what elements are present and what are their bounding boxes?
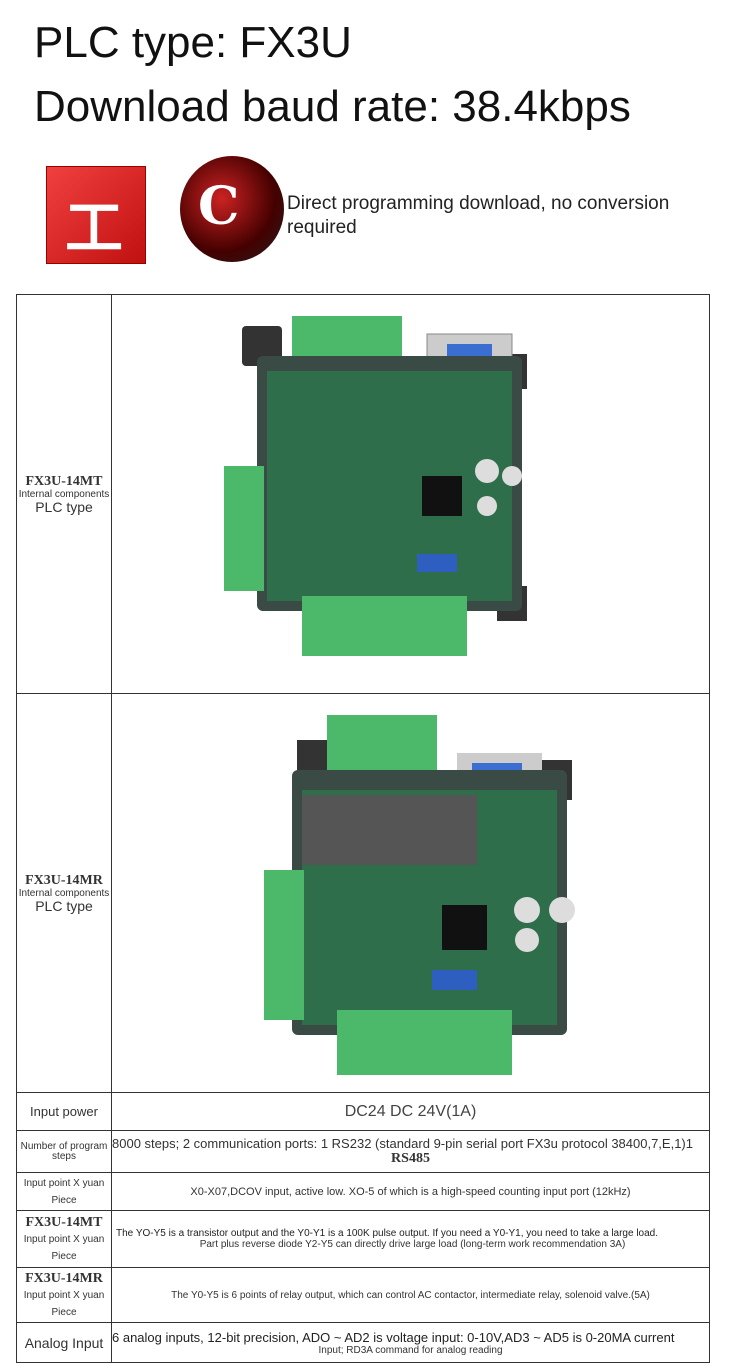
input-label: Input point X yuan: [23, 1177, 105, 1189]
gx-developer-logo: C: [180, 156, 284, 262]
mt-value: The YO-Y5 is a transistor output and the…: [116, 1228, 659, 1239]
plc-type-title: PLC type: FX3U: [34, 18, 352, 67]
gx-works-logo: 工: [46, 166, 146, 264]
model-name: FX3U-14MR: [25, 872, 103, 888]
mt-label: Input point X yuan: [23, 1233, 105, 1245]
baud-rate-title: Download baud rate: 38.4kbps: [34, 82, 631, 131]
mr-value: The Y0-Y5 is 6 points of relay output, w…: [111, 1267, 710, 1323]
model-sub: Internal components: [18, 887, 110, 899]
mt-label-piece: Piece: [51, 1250, 77, 1262]
steps-value-rs485: RS485: [391, 1151, 430, 1166]
product-image-mr: [111, 693, 710, 1093]
mt-value-2: Part plus reverse diode Y2-Y5 can direct…: [199, 1239, 626, 1250]
power-value: DC24 DC 24V(1A): [111, 1092, 710, 1131]
model-label: PLC type: [35, 498, 93, 515]
analog-label: Analog Input: [16, 1322, 112, 1363]
download-description: Direct programming download, no conversi…: [287, 193, 670, 238]
input-label-piece: Piece: [51, 1194, 77, 1206]
model-sub: Internal components: [18, 488, 110, 500]
input-value: X0-X07,DCOV input, active low. XO-5 of w…: [111, 1172, 710, 1211]
model-name: FX3U-14MT: [25, 473, 103, 489]
product-image-mt: [111, 294, 710, 694]
model-label: PLC type: [35, 897, 93, 914]
analog-value: 6 analog inputs, 12-bit precision, ADO ~…: [112, 1329, 675, 1345]
analog-value-2: Input; RD3A command for analog reading: [318, 1344, 503, 1356]
mt-model: FX3U-14MT: [25, 1214, 103, 1230]
plc-board-image: [224, 315, 527, 656]
mr-label-piece: Piece: [51, 1306, 77, 1318]
plc-board-image: [264, 714, 575, 1075]
steps-value: 8000 steps; 2 communication ports: 1 RS2…: [112, 1136, 693, 1151]
mr-label: Input point X yuan: [23, 1289, 105, 1301]
power-label: Input power: [16, 1092, 112, 1131]
steps-label: Number of program steps: [16, 1130, 112, 1173]
mr-model: FX3U-14MR: [25, 1270, 103, 1286]
